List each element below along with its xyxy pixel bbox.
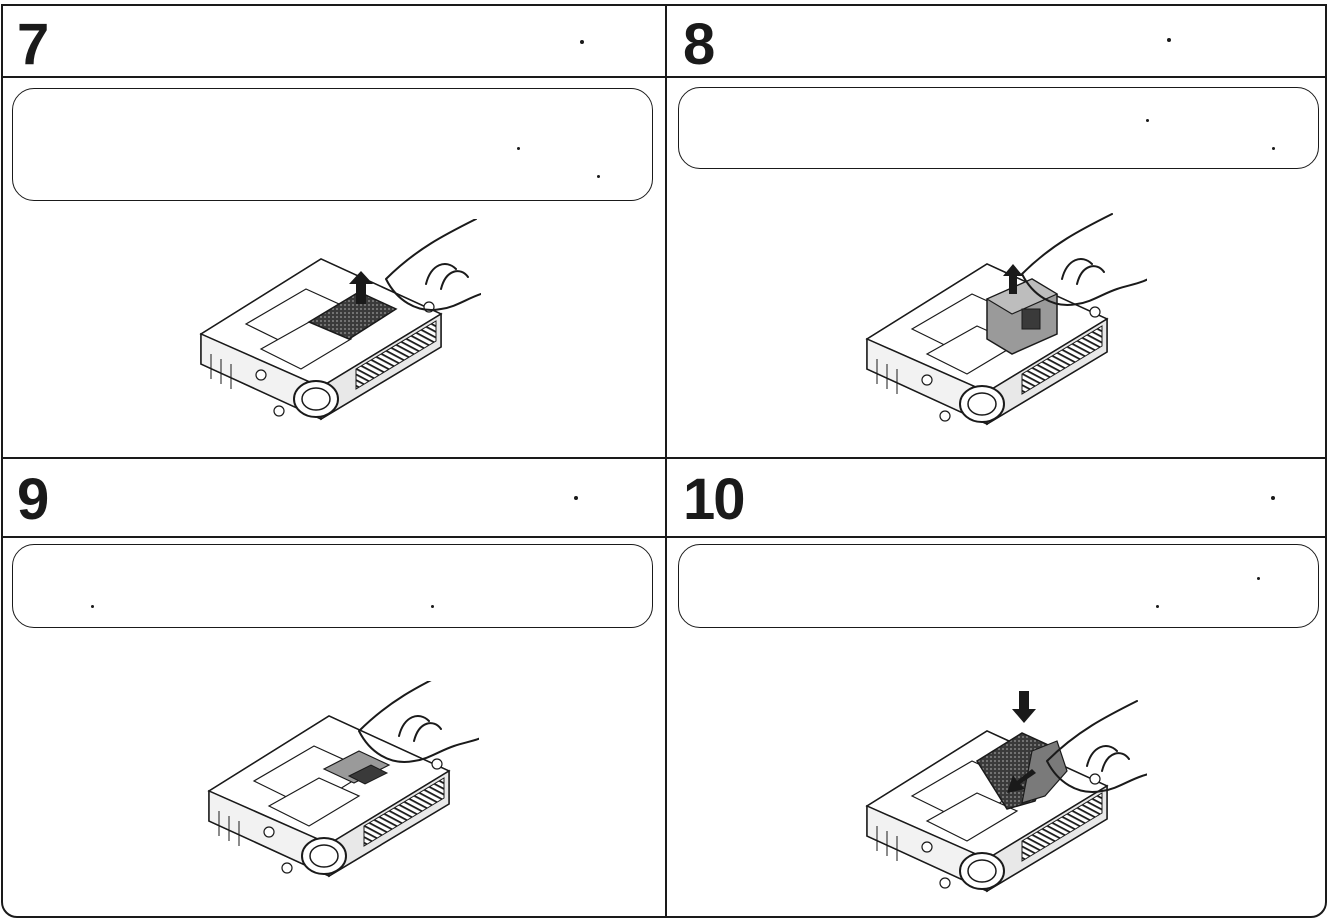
projector-lamp-cover-lift-illustration [191, 219, 481, 454]
note-dot [597, 175, 600, 178]
note-dot [517, 147, 520, 150]
step-number: 10 [683, 465, 744, 535]
note-dot [1257, 577, 1260, 580]
heading-dot [1271, 496, 1275, 500]
instruction-note-box [12, 544, 653, 628]
step-panel-8: 8 [667, 4, 1331, 459]
note-dot [1146, 119, 1149, 122]
note-dot [431, 605, 434, 608]
note-dot [91, 605, 94, 608]
heading-dot [1167, 38, 1171, 42]
instruction-note-box [678, 87, 1319, 169]
projector-lamp-insertion-illustration [199, 681, 479, 911]
projector-lamp-cover-replace-illustration [857, 691, 1147, 916]
projector-lamp-unit-removal-illustration [857, 204, 1147, 449]
step-number: 7 [17, 10, 47, 80]
step-number: 8 [683, 10, 713, 80]
step-panel-9: 9 [1, 459, 665, 914]
step-number: 9 [17, 465, 47, 535]
step-panel-10: 10 [667, 459, 1331, 914]
instruction-note-box [678, 544, 1319, 628]
note-dot [1272, 147, 1275, 150]
heading-dot [574, 496, 578, 500]
heading-dot [580, 40, 584, 44]
note-dot [1156, 605, 1159, 608]
instruction-note-box [12, 88, 653, 201]
step-panel-7: 7 [1, 4, 665, 459]
